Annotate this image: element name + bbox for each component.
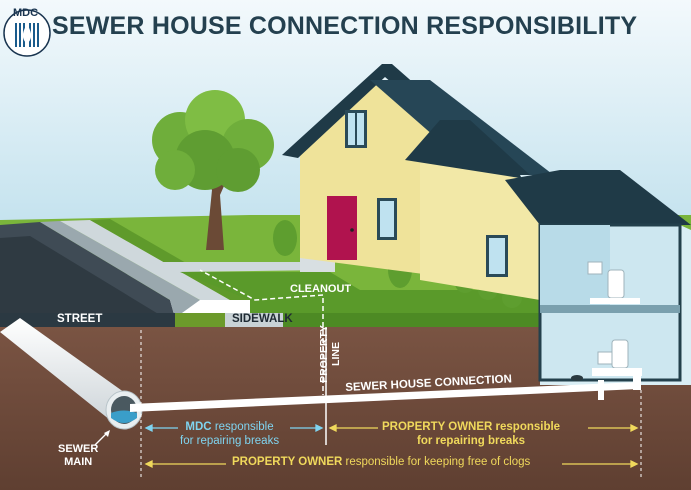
property-line-label-2: LINE: [330, 342, 342, 366]
owner-repair-text: PROPERTY OWNER responsible for repairing…: [382, 420, 560, 448]
clogs-rest: responsible for keeping free of clogs: [342, 456, 531, 468]
mdc-rest-1: responsible: [211, 421, 274, 433]
logo-label: MDC: [13, 7, 39, 19]
mdc-arrow: [144, 423, 324, 433]
sewer-house-connection-pipe: [130, 382, 640, 412]
sewer-main-pipe: [0, 318, 143, 430]
mdc-owner: MDC: [185, 421, 212, 433]
owner-rest-2: for repairing breaks: [417, 435, 526, 447]
door: [327, 196, 357, 260]
sewer-main-label-1: SEWER: [58, 443, 99, 455]
page-title: SEWER HOUSE CONNECTION RESPONSIBILITY: [52, 12, 638, 40]
owner-clogs-arrow: [144, 459, 639, 469]
street-label-bar: [0, 313, 175, 327]
property-line-label-1: PROPERTY: [318, 325, 330, 383]
walkway: [150, 262, 330, 272]
tree-icon: [152, 90, 274, 250]
owner-repair-arrow: [328, 423, 639, 433]
sewer-main-label-2: MAIN: [64, 456, 93, 468]
owner-clogs-text: PROPERTY OWNER responsible for keeping f…: [232, 456, 530, 468]
mdc-responsibility-text: MDC responsible for repairing breaks: [180, 420, 279, 448]
sidewalk-surface: [60, 220, 230, 300]
sidewalk-label-bar: [225, 313, 283, 327]
property-line-label: PROPERTY LINE: [318, 324, 342, 384]
cleanout-label: CLEANOUT: [290, 283, 352, 295]
street-label: STREET: [57, 313, 103, 325]
mdc-rest-2: for repairing breaks: [180, 435, 280, 447]
sewer-main-label: SEWER MAIN: [58, 443, 98, 469]
sidewalk-label: SIDEWALK: [232, 313, 293, 325]
owner-bold: PROPERTY OWNER: [382, 421, 493, 433]
clogs-bold: PROPERTY OWNER: [232, 456, 343, 468]
house-icon: [282, 64, 691, 385]
owner-rest-1: responsible: [492, 421, 561, 433]
mdc-logo-icon: [3, 9, 51, 57]
